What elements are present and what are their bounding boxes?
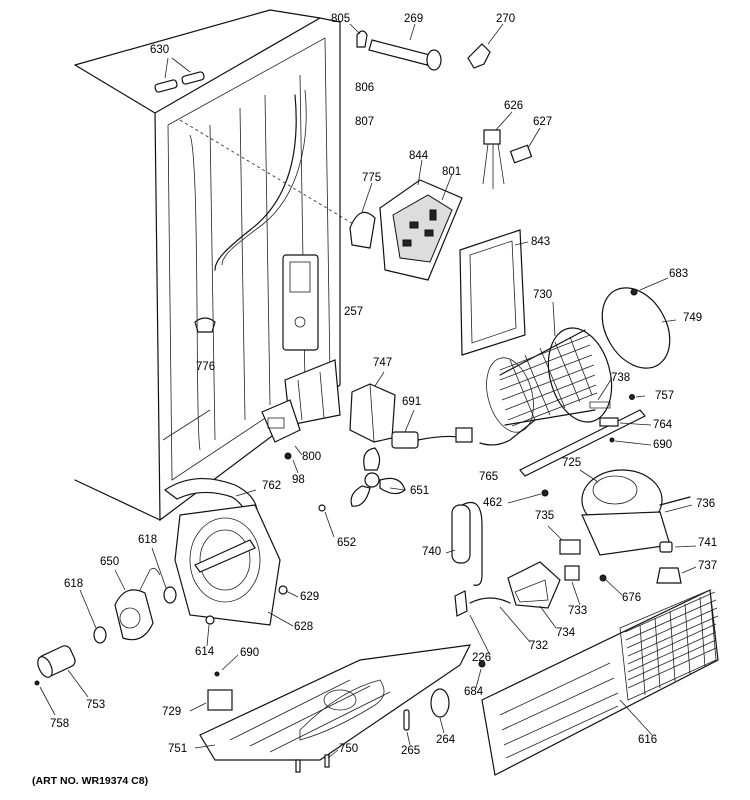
label-264: 264 xyxy=(436,734,456,746)
part-691-harness xyxy=(391,409,473,449)
label-776: 776 xyxy=(196,361,216,373)
label-629: 629 xyxy=(300,591,320,603)
label-775: 775 xyxy=(362,172,382,184)
label-651: 651 xyxy=(410,485,430,497)
label-257: 257 xyxy=(344,306,364,318)
label-627: 627 xyxy=(533,116,553,128)
label-618b: 618 xyxy=(64,578,84,590)
label-226: 226 xyxy=(472,652,492,664)
label-738: 738 xyxy=(611,372,631,384)
label-741: 741 xyxy=(698,537,718,549)
part-730-condenser-coil xyxy=(479,301,613,446)
part-747-cover xyxy=(349,371,396,443)
part-751-base-pan xyxy=(194,644,472,761)
label-618a: 618 xyxy=(138,534,158,546)
part-729-device xyxy=(189,654,239,712)
part-226-732-bracket xyxy=(454,590,531,656)
part-735-relay xyxy=(547,525,581,555)
label-650: 650 xyxy=(100,556,120,568)
label-843: 843 xyxy=(531,236,551,248)
label-690a: 690 xyxy=(653,439,673,451)
part-749-shroud xyxy=(601,277,677,369)
label-691: 691 xyxy=(402,396,422,408)
label-758: 758 xyxy=(50,718,70,730)
label-764: 764 xyxy=(653,419,673,431)
label-626: 626 xyxy=(504,100,524,112)
label-735: 735 xyxy=(535,510,555,522)
label-269: 269 xyxy=(404,13,424,25)
label-628: 628 xyxy=(294,621,314,633)
part-844-801-control-board xyxy=(349,159,463,281)
part-733-734-overload xyxy=(507,561,581,629)
label-762: 762 xyxy=(262,480,282,492)
cabinet-back-wall xyxy=(74,9,356,522)
part-843-gasket xyxy=(459,229,529,356)
label-801: 801 xyxy=(442,166,462,178)
label-757: 757 xyxy=(655,390,675,402)
label-616: 616 xyxy=(638,734,658,746)
label-725: 725 xyxy=(562,457,582,469)
label-733: 733 xyxy=(568,605,588,617)
label-630: 630 xyxy=(150,44,170,56)
label-740: 740 xyxy=(422,546,442,558)
part-650-evap-motor xyxy=(79,547,177,644)
label-806: 806 xyxy=(355,82,375,94)
label-750: 750 xyxy=(339,743,359,755)
part-753-drain xyxy=(34,645,89,716)
label-751: 751 xyxy=(168,743,188,755)
label-98: 98 xyxy=(292,474,305,486)
label-652: 652 xyxy=(337,537,357,549)
label-734: 734 xyxy=(556,627,576,639)
label-736: 736 xyxy=(696,498,716,510)
label-747: 747 xyxy=(373,357,393,369)
part-269-tube xyxy=(349,23,504,71)
part-741-737-676 xyxy=(599,541,697,596)
part-264-265-684 xyxy=(403,660,486,746)
label-462: 462 xyxy=(483,497,503,509)
part-616-grille xyxy=(481,589,719,776)
part-725-compressor xyxy=(507,469,693,556)
part-740-dryer xyxy=(445,501,483,586)
label-753: 753 xyxy=(86,699,106,711)
part-628-fan-housing xyxy=(174,504,299,647)
label-800: 800 xyxy=(302,451,322,463)
label-684: 684 xyxy=(464,686,484,698)
label-683: 683 xyxy=(669,268,689,280)
part-626-627-connectors xyxy=(482,111,541,189)
label-844: 844 xyxy=(409,150,429,162)
label-265: 265 xyxy=(401,745,421,757)
label-805: 805 xyxy=(331,13,351,25)
label-676: 676 xyxy=(622,592,642,604)
label-732: 732 xyxy=(529,640,549,652)
label-730: 730 xyxy=(533,289,553,301)
part-750-screw xyxy=(295,749,339,773)
part-738-rail xyxy=(519,377,652,477)
label-270: 270 xyxy=(496,13,516,25)
label-729: 729 xyxy=(162,706,182,718)
part-630-clips xyxy=(154,57,205,93)
part-651-fan-blade xyxy=(318,447,406,538)
part-800-relay xyxy=(261,399,303,474)
art-number-caption: (ART NO. WR19374 C8) xyxy=(32,775,149,787)
label-614: 614 xyxy=(195,646,215,658)
label-765: 765 xyxy=(479,471,499,483)
label-737: 737 xyxy=(698,560,718,572)
label-749: 749 xyxy=(683,312,703,324)
label-807: 807 xyxy=(355,116,375,128)
label-690b: 690 xyxy=(240,647,260,659)
